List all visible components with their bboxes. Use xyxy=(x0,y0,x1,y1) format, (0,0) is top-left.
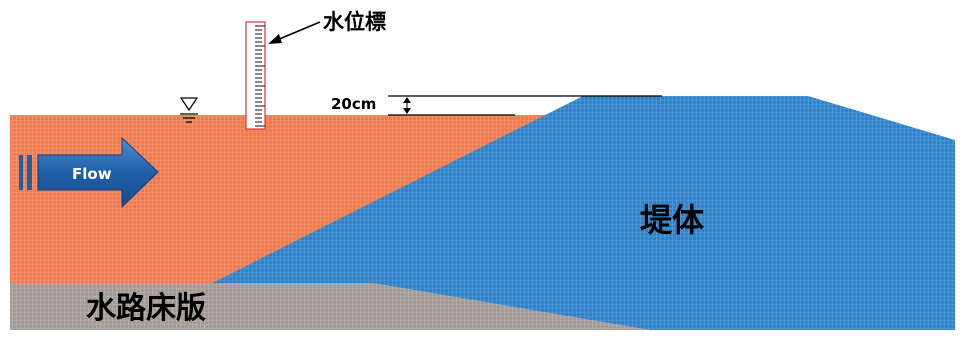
channel-floor-label: 水路床版 xyxy=(86,291,206,326)
channel-floor-slab xyxy=(10,283,650,330)
flow-arrow xyxy=(19,136,159,209)
embankment-label: 堤体 xyxy=(640,201,704,239)
water-body xyxy=(10,115,548,283)
gauge-scale-ticks xyxy=(255,25,265,127)
water-gauge-callout-arrow xyxy=(268,21,321,44)
water-level-triangle-icon xyxy=(179,97,199,123)
embankment-body xyxy=(212,96,955,330)
height-dimension-arrow xyxy=(403,97,411,114)
flow-label: Flow xyxy=(72,165,112,183)
water-gauge-label: 水位標 xyxy=(323,10,386,34)
height-difference-label: 20cm xyxy=(331,95,376,113)
water-gauge xyxy=(245,21,266,130)
